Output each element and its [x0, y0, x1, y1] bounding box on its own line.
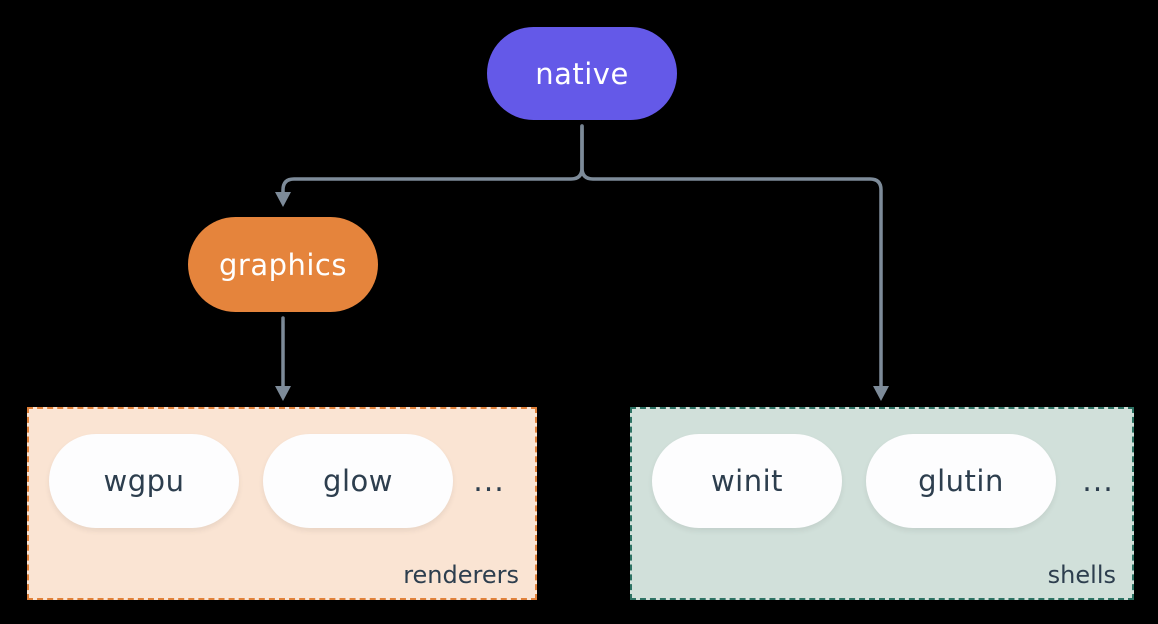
- node-winit-label: winit: [710, 464, 784, 498]
- node-graphics-label: graphics: [218, 247, 347, 282]
- group-renderers: wgpu glow ... renderers: [27, 407, 537, 600]
- arrowhead-shells: [873, 386, 889, 401]
- node-winit[interactable]: winit: [652, 434, 842, 528]
- node-native[interactable]: native: [487, 27, 677, 120]
- arrowhead-renderers: [275, 386, 291, 401]
- edge-native-graphics: [281, 124, 584, 195]
- shells-ellipsis: ...: [1082, 463, 1114, 499]
- shells-group-label: shells: [1047, 561, 1116, 589]
- node-glutin[interactable]: glutin: [866, 434, 1056, 528]
- node-wgpu[interactable]: wgpu: [49, 434, 239, 528]
- node-wgpu-label: wgpu: [103, 464, 185, 498]
- node-graphics[interactable]: graphics: [188, 217, 378, 312]
- renderers-group-label: renderers: [403, 561, 519, 589]
- node-glutin-label: glutin: [918, 464, 1004, 498]
- edge-native-shells: [580, 124, 883, 389]
- node-native-label: native: [535, 56, 629, 91]
- group-shells: winit glutin ... shells: [630, 407, 1134, 600]
- arrowhead-graphics: [275, 192, 291, 207]
- node-glow-label: glow: [323, 464, 393, 498]
- node-glow[interactable]: glow: [263, 434, 453, 528]
- renderers-ellipsis: ...: [473, 463, 505, 499]
